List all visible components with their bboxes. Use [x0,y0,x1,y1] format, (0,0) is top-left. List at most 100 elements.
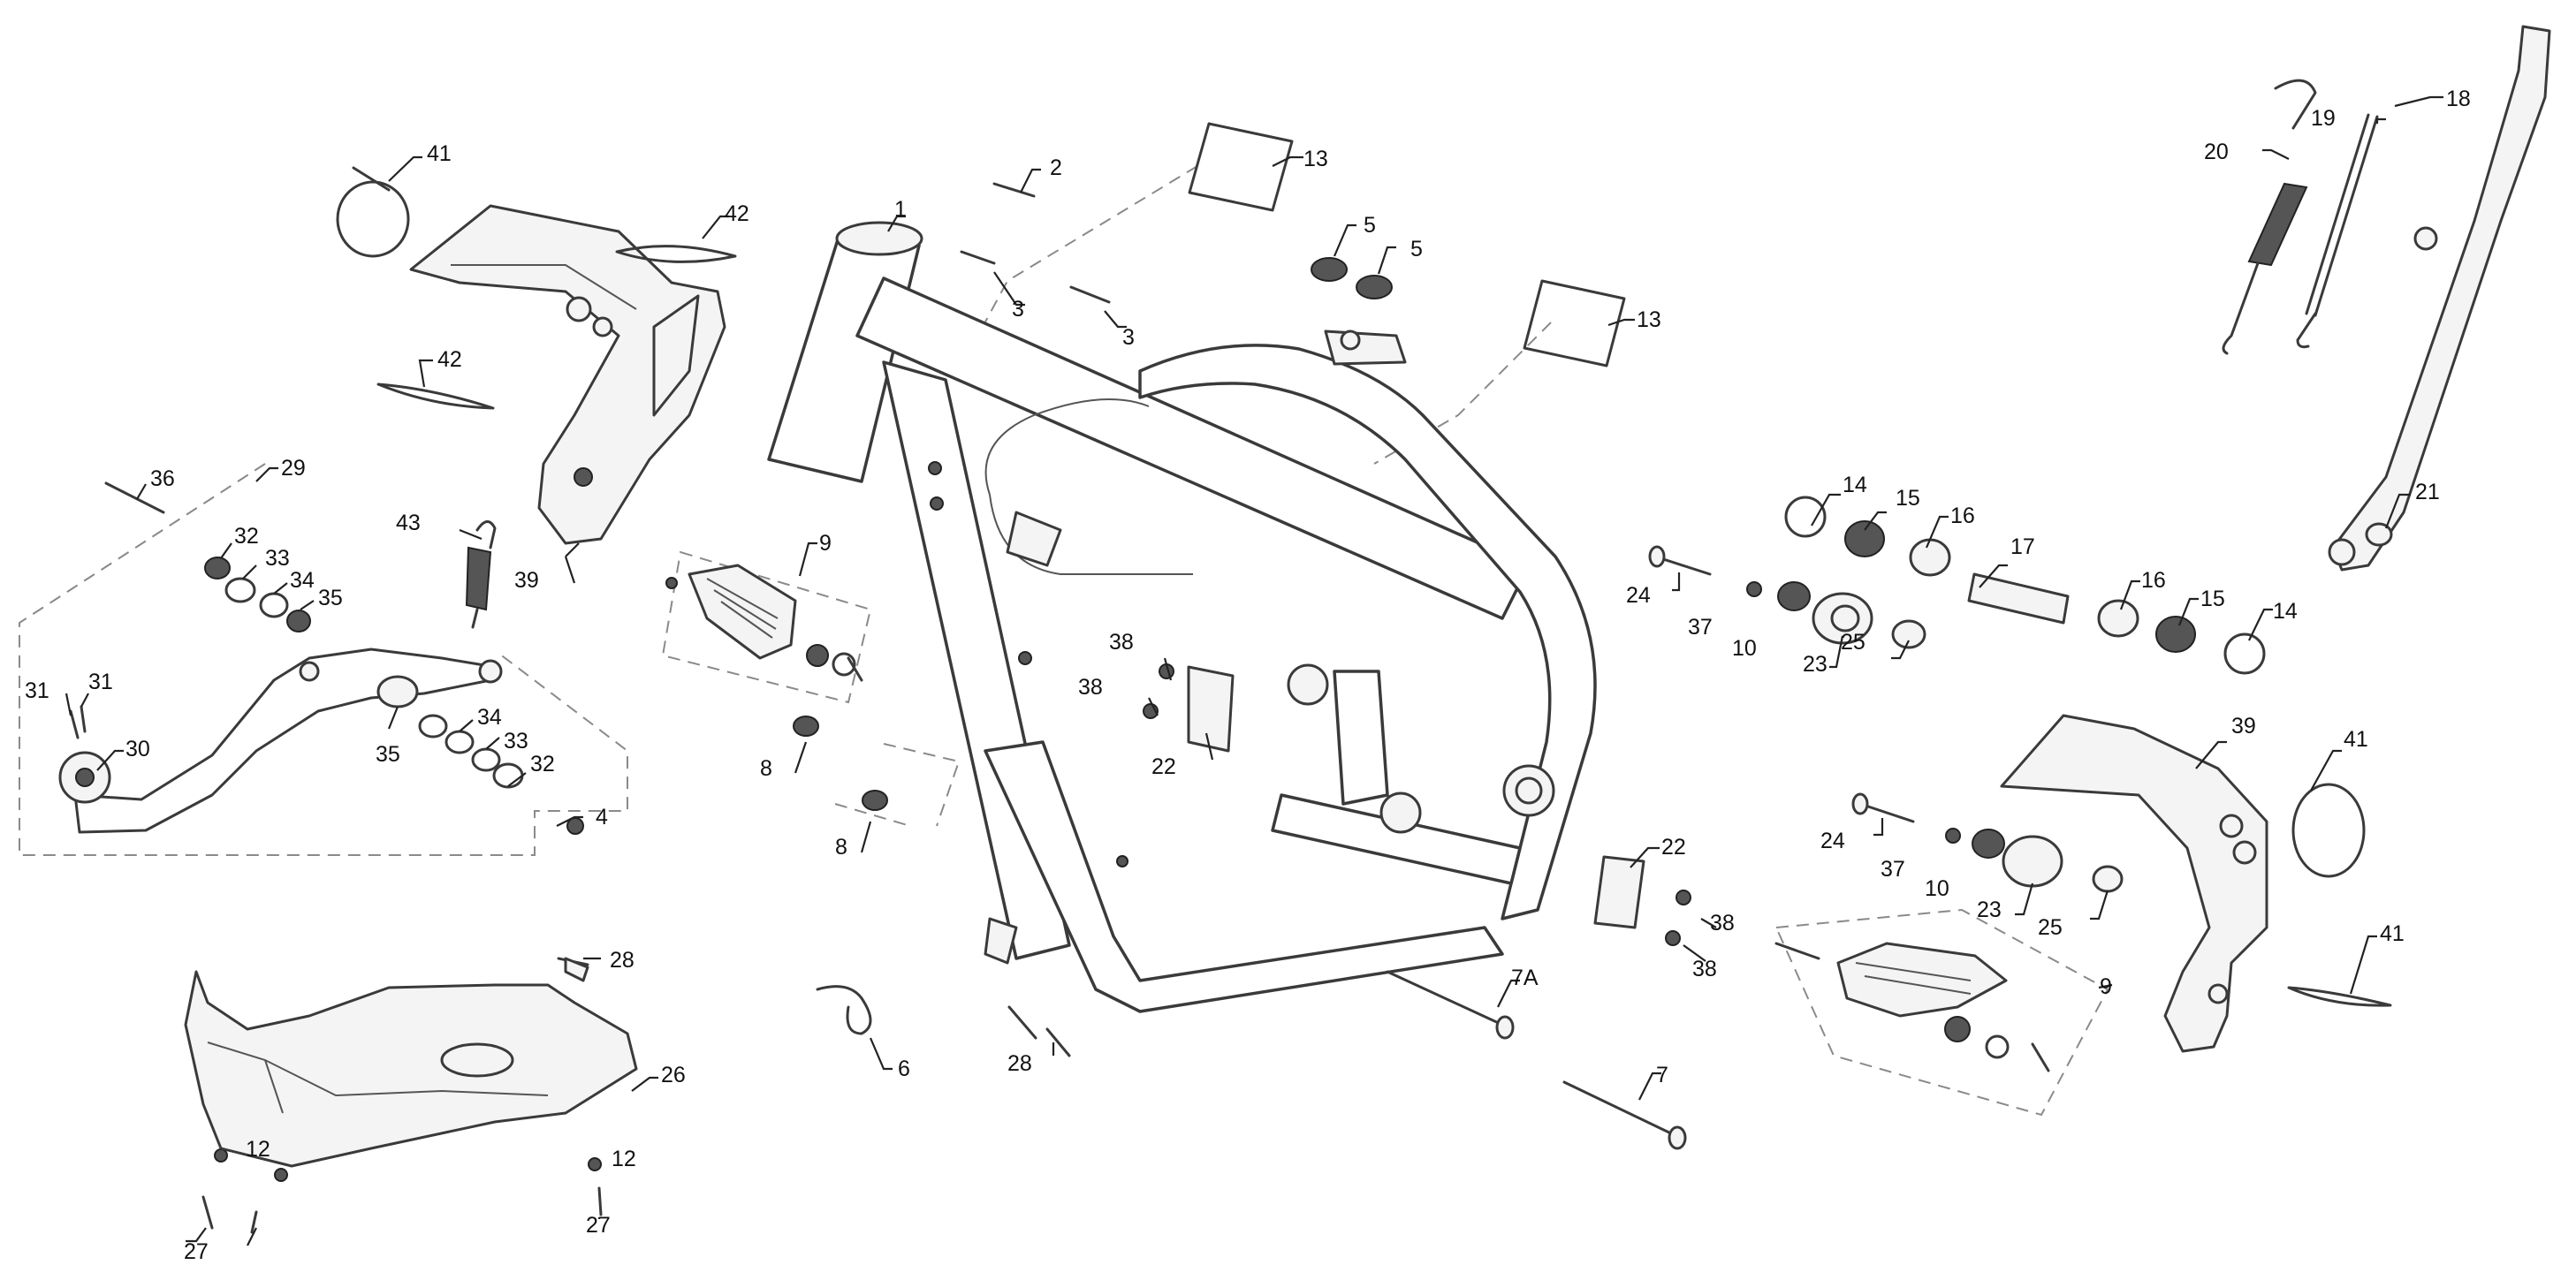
callout-28: 28 [610,948,635,973]
callout-41: 41 [427,141,452,166]
callout-24: 24 [1626,583,1651,608]
callout-37: 37 [1881,857,1905,882]
bolt-27a [201,1195,214,1230]
callout-31: 31 [25,678,49,703]
callout-35: 35 [376,742,400,767]
callout-16: 16 [2141,568,2166,593]
leader-lines [65,95,2443,1246]
callout-32: 32 [234,524,259,549]
callout-labels: 1 2 3 3 4 5 5 6 7 7A 8 8 9 9 10 10 12 12… [25,87,2471,1264]
small-parts [201,182,1691,1234]
callout-15: 15 [2200,587,2225,611]
bracket-22a [1187,665,1235,753]
decal-sticker-upper [1188,122,1294,212]
callout-7a: 7A [1511,966,1539,990]
callout-16: 16 [1950,504,1975,528]
callout-41: 41 [2344,727,2368,752]
callout-27: 27 [184,1239,209,1264]
grommet-5a [1311,257,1348,282]
callout-21: 21 [2415,480,2440,504]
bushing-8a [793,716,819,737]
callout-14: 14 [2273,599,2298,624]
spring-6 [816,985,872,1035]
left-pivot-assembly [1648,496,2266,675]
callout-38: 38 [1078,675,1103,700]
callout-6: 6 [898,1057,910,1081]
callout-33: 33 [504,729,528,754]
callout-1: 1 [894,197,907,222]
callout-35: 35 [318,586,343,610]
callout-23: 23 [1803,652,1828,677]
pin-3b [1069,285,1111,304]
skid-plate [184,957,638,1168]
callout-34: 34 [290,568,315,593]
callout-2: 2 [1050,155,1062,180]
callout-9: 9 [819,531,832,556]
callout-10: 10 [1732,636,1757,661]
callout-4: 4 [596,805,608,829]
callout-24: 24 [1820,829,1845,853]
callout-5: 5 [1410,237,1423,261]
cable-tie-42b [376,383,495,410]
callout-22: 22 [1661,835,1686,860]
bolt-27b [250,1210,258,1234]
decal-plates [1188,122,1626,367]
pin-3a [960,250,996,265]
callout-10: 10 [1925,876,1949,901]
callout-8: 8 [835,835,847,860]
callout-38: 38 [1710,911,1735,935]
callout-23: 23 [1977,898,2002,922]
callout-13: 13 [1637,307,1661,332]
callout-27: 27 [586,1213,611,1238]
callout-26: 26 [661,1063,686,1087]
callout-14: 14 [1843,473,1867,497]
callout-15: 15 [1896,486,1920,511]
band-41b [2291,783,2366,878]
pin-2 [992,182,1036,198]
callout-7: 7 [1656,1063,1668,1087]
cable-tie-42a [615,245,737,263]
callout-22: 22 [1151,754,1176,779]
left-guard [336,166,737,545]
callout-30: 30 [125,737,150,761]
callout-20: 20 [2204,140,2229,164]
group-outlines [19,165,2109,1117]
bolt-27c [597,1186,603,1216]
callout-41: 41 [2380,921,2405,946]
callout-13: 13 [1303,147,1328,171]
right-pivot-assembly [1851,792,2124,893]
callout-42: 42 [437,347,462,372]
callout-18: 18 [2446,87,2471,111]
decal-sticker-right [1523,279,1626,367]
callout-12: 12 [246,1137,270,1162]
right-guard [2000,714,2392,1053]
callout-25: 25 [2038,915,2063,940]
callout-42: 42 [725,201,749,226]
callout-3: 3 [1012,297,1024,322]
callout-33: 33 [265,546,290,571]
bolt-7a [1386,970,1504,1026]
callout-5: 5 [1364,213,1376,238]
callout-34: 34 [477,705,502,730]
grommet-5b [1356,275,1393,299]
callout-38: 38 [1109,630,1134,655]
callout-38: 38 [1692,957,1717,981]
left-footpeg [665,564,863,682]
callout-19: 19 [2311,106,2336,131]
bushing-8b [862,790,888,811]
side-stand [2222,25,2551,572]
callout-28: 28 [1007,1051,1032,1076]
clip-28a [1007,1005,1071,1057]
band-41c [2287,986,2392,1007]
main-frame [767,221,1597,1013]
callout-8: 8 [760,756,772,781]
band-41a [336,180,410,258]
callout-25: 25 [1841,630,1866,655]
bracket-22b [1593,855,1645,929]
callout-39: 39 [2231,714,2256,739]
callout-32: 32 [530,752,555,776]
callout-12: 12 [612,1147,636,1171]
callout-37: 37 [1688,615,1713,640]
callout-3: 3 [1122,325,1135,350]
